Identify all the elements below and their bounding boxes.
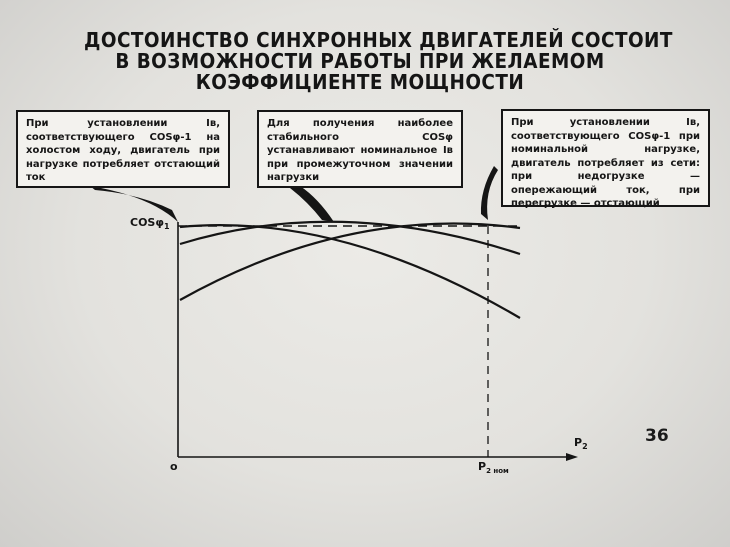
curve-unity-at-no-load (179, 224, 521, 319)
callout-no-load-text: При установлении Iв, соответствующего CO… (26, 118, 220, 183)
curve-unity-at-mid-load (179, 220, 521, 256)
title-line-1: ДОСТОИНСТВО СИНХРОННЫХ ДВИГАТЕЛЕЙ СОСТОИ… (84, 28, 673, 52)
curve-unity-at-nominal-load (179, 222, 521, 301)
callout-mid-load-text: Для получения наиболее стабильного COSφ … (267, 118, 453, 183)
page-title: ДОСТОИНСТВО СИНХРОННЫХ ДВИГАТЕЛЕЙ СОСТОИ… (84, 28, 673, 94)
x-axis-arrow (566, 453, 578, 461)
page-number: 36 (645, 426, 669, 446)
callout-nominal-load-text: При установлении Iв, соответствующего CO… (511, 117, 700, 209)
title-line-2: В ВОЗМОЖНОСТИ РАБОТЫ ПРИ ЖЕЛАЕМОМ (115, 49, 605, 73)
pointer-middle (290, 186, 334, 222)
x-axis-label: P2 (574, 436, 588, 452)
pointer-left (90, 186, 178, 222)
nominal-load-label: P2 ном (478, 460, 509, 476)
pointer-right (480, 166, 498, 220)
callout-no-load: При установлении Iв, соответствующего CO… (16, 110, 230, 188)
y-axis-label: COSφ1 (130, 216, 170, 232)
callout-mid-load: Для получения наиболее стабильного COSφ … (257, 110, 463, 188)
origin-label: о (170, 460, 178, 473)
callout-nominal-load: При установлении Iв, соответствующего CO… (501, 109, 710, 209)
title-line-3: КОЭФФИЦИЕНТЕ МОЩНОСТИ (195, 70, 525, 94)
